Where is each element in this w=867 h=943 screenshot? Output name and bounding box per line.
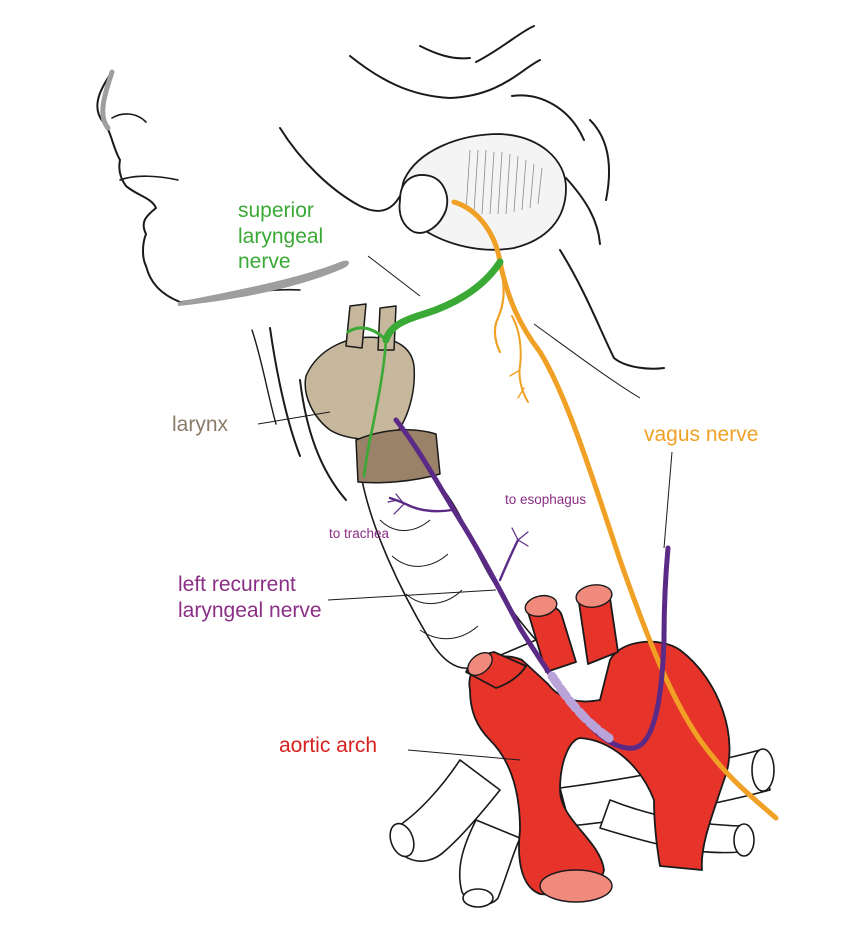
left-recurrent-laryngeal-nerve-label: left recurrent laryngeal nerve <box>178 572 322 623</box>
to-esophagus-label: to esophagus <box>505 492 587 507</box>
skull-base <box>400 134 566 250</box>
superior-laryngeal-nerve-label: superior laryngeal nerve <box>238 198 323 275</box>
aortic-arch-shape <box>466 590 730 895</box>
to-trachea-label: to trachea <box>329 526 390 541</box>
larynx-shape <box>305 304 440 483</box>
recurrent-laryngeal-nerve <box>388 420 668 748</box>
vagus-nerve-label: vagus nerve <box>644 423 759 446</box>
left-recurrent-label-line-2: laryngeal nerve <box>178 598 322 622</box>
aortic-arch-label: aortic arch <box>279 734 378 757</box>
superior-laryngeal-label-line-2: laryngeal <box>238 224 324 248</box>
superior-laryngeal-label-line-1: superior <box>238 199 314 222</box>
skull-hatching <box>466 150 542 214</box>
aorta-openings <box>463 583 613 902</box>
leader-lines <box>258 256 672 760</box>
left-recurrent-label-line-1: left recurrent <box>178 573 296 596</box>
jaw-shadow <box>178 260 349 306</box>
vagus-leader-line <box>534 324 640 398</box>
ear <box>103 72 112 128</box>
superior-laryngeal-nerve <box>348 262 500 476</box>
superior-laryngeal-label-line-3: nerve <box>238 250 291 274</box>
larynx-label: larynx <box>172 413 229 436</box>
head-outline <box>97 26 664 500</box>
